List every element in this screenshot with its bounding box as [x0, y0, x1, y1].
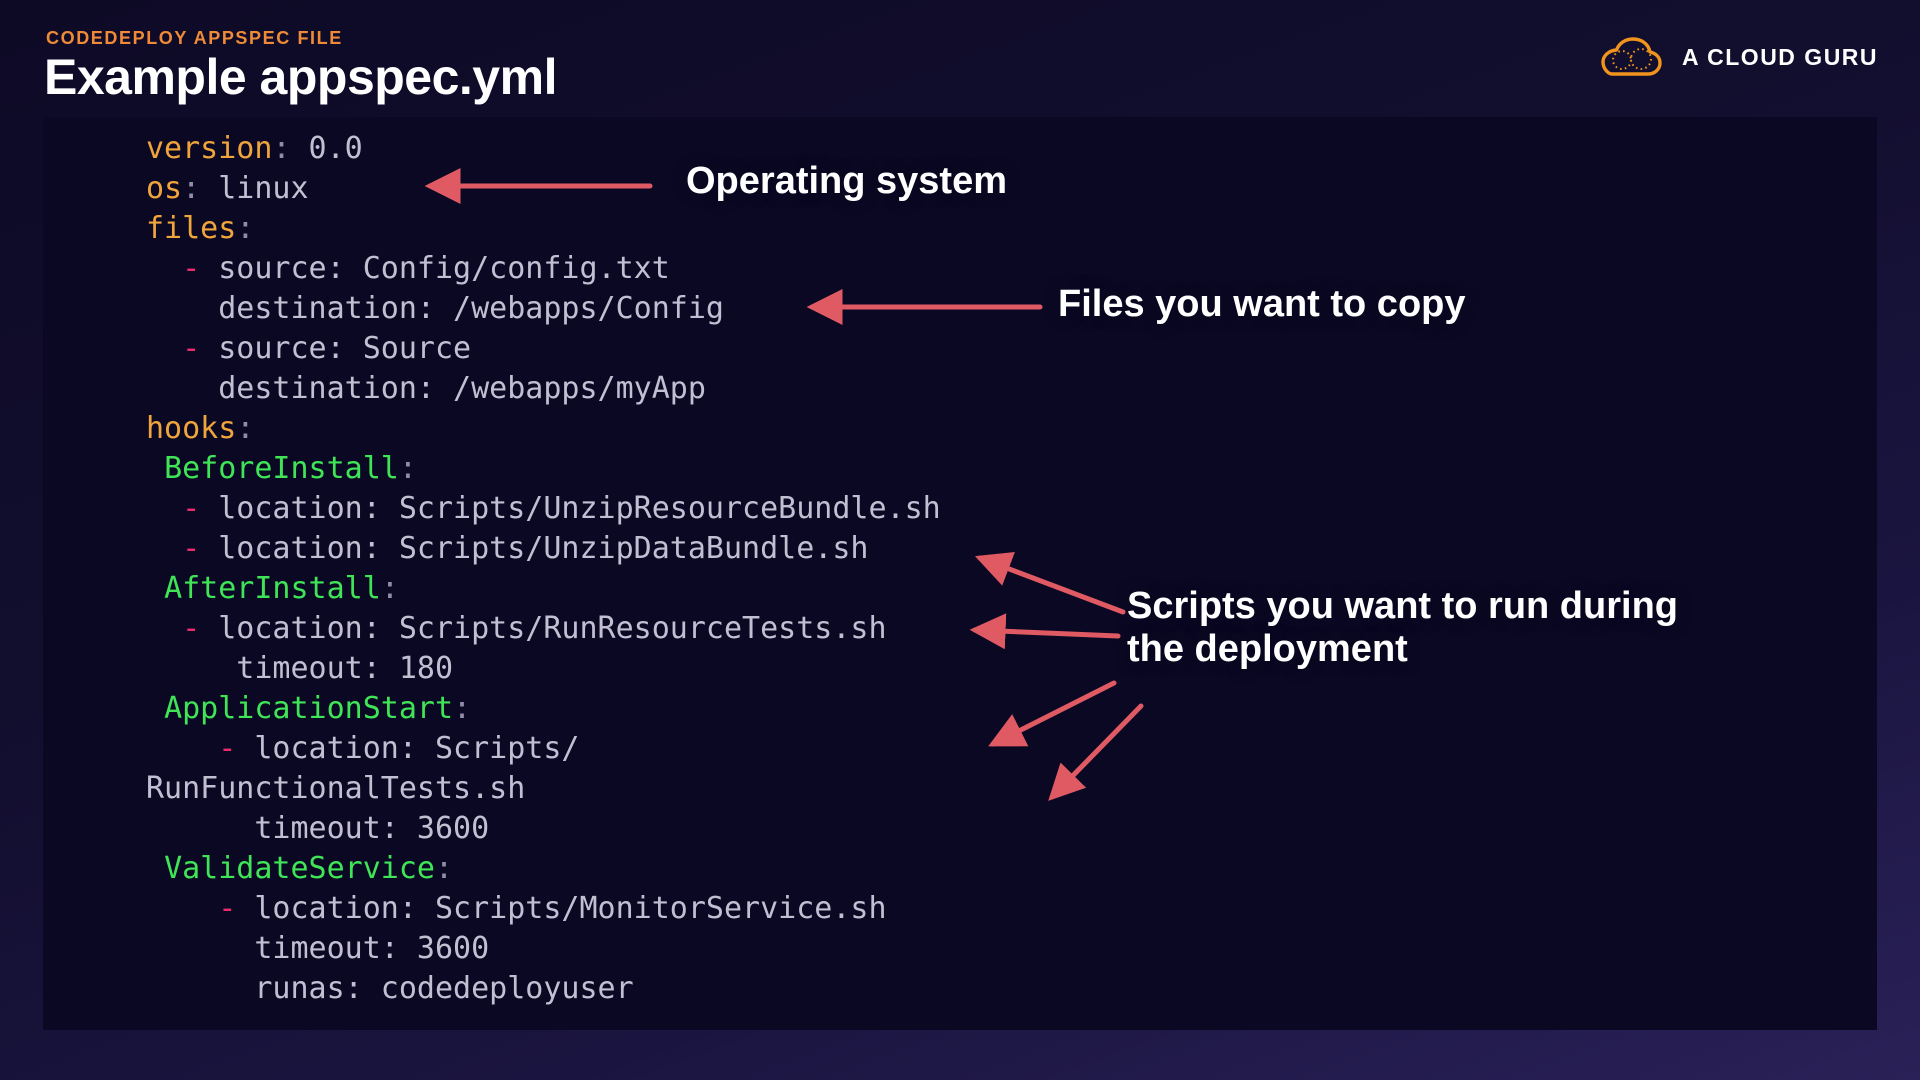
slide-eyebrow: CODEDEPLOY APPSPEC FILE — [46, 28, 343, 48]
annotation-scripts-line2: the deployment — [1127, 628, 1408, 670]
annotation-scripts-to-run: Scripts you want to run during the deplo… — [1127, 585, 1678, 671]
code-line: destination: /webapps/myApp — [146, 371, 706, 406]
code-line: RunFunctionalTests.sh — [146, 771, 526, 806]
code-line: timeout: 3600 — [146, 931, 490, 966]
code-line: files: — [146, 211, 255, 246]
code-line: hooks: — [146, 411, 255, 446]
acg-logo: A CLOUD GURU — [1598, 34, 1878, 80]
code-line: timeout: 180 — [146, 651, 454, 686]
code-line: - location: Scripts/UnzipResourceBundle.… — [182, 491, 941, 526]
page-title: Example appspec.yml — [44, 49, 557, 105]
yaml-code: version: 0.0 os: linux files: - source: Co… — [43, 117, 1877, 1009]
annotation-scripts-line1: Scripts you want to run during — [1127, 585, 1678, 627]
logo-text: A CLOUD GURU — [1682, 43, 1879, 70]
code-line: version: 0.0 — [146, 131, 363, 166]
cloud-icon — [1601, 37, 1662, 76]
code-line: os: linux — [146, 171, 309, 206]
annotation-files-to-copy: Files you want to copy — [1058, 283, 1466, 325]
code-line: ApplicationStart: — [164, 691, 472, 726]
code-line: runas: codedeployuser — [146, 971, 634, 1006]
code-line: timeout: 3600 — [146, 811, 490, 846]
code-line: - location: Scripts/RunResourceTests.sh — [182, 611, 887, 646]
code-line: - source: Config/config.txt — [182, 251, 670, 286]
code-line: - location: Scripts/UnzipDataBundle.sh — [182, 531, 869, 566]
code-line: - location: Scripts/ — [218, 731, 580, 766]
code-line: AfterInstall: — [164, 571, 399, 606]
code-panel: version: 0.0 os: linux files: - source: Co… — [43, 117, 1877, 1030]
annotation-operating-system: Operating system — [686, 160, 1007, 202]
code-line: - source: Source — [182, 331, 472, 366]
code-line: BeforeInstall: — [164, 451, 417, 486]
code-line: ValidateService: — [164, 851, 454, 886]
code-line: destination: /webapps/Config — [146, 291, 724, 326]
code-line: - location: Scripts/MonitorService.sh — [218, 891, 887, 926]
